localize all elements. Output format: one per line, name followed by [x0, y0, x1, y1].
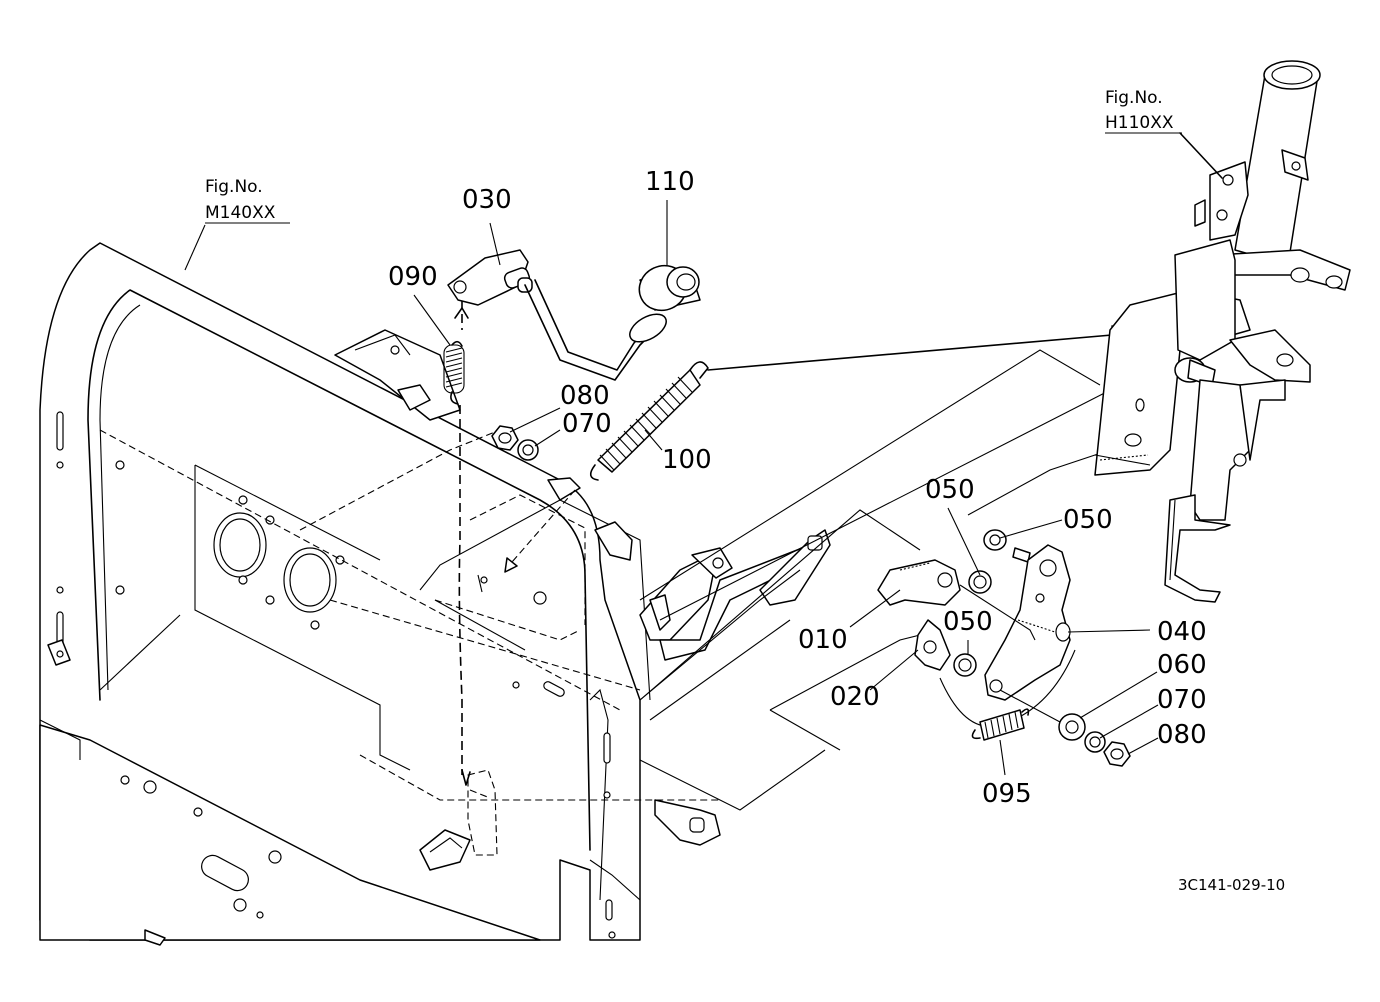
washer-060 — [1058, 713, 1086, 741]
pedal-column-assembly — [1094, 60, 1351, 603]
arrowhead-080 — [504, 557, 518, 573]
callout-070-upper: 070 — [562, 409, 612, 439]
callout-050-a: 050 — [925, 475, 975, 505]
fig-ref-h110-number: H110XX — [1105, 113, 1174, 133]
callout-050-b: 050 — [1063, 505, 1113, 535]
callout-100: 100 — [662, 445, 712, 475]
arrow-090-up — [454, 307, 469, 319]
nut-080-lower — [1103, 741, 1131, 767]
spring-095 — [971, 708, 1030, 741]
knob-110 — [629, 264, 701, 343]
washer-050-b — [983, 529, 1007, 551]
dashed-arrow-080 — [504, 489, 576, 571]
callout-080-lower: 080 — [1157, 720, 1207, 750]
callout-030: 030 — [462, 185, 512, 215]
callout-090: 090 — [388, 262, 438, 292]
callout-labels: 030 110 090 080 070 100 050 050 010 050 … — [388, 167, 1207, 809]
washer-050-c — [953, 653, 977, 677]
fig-ref-m140: Fig.No. M140XX — [205, 177, 290, 224]
spring-100 — [589, 361, 709, 481]
callout-070-lower: 070 — [1157, 685, 1207, 715]
center-floor — [99, 329, 1131, 846]
callout-095: 095 — [982, 779, 1032, 809]
assembly-axis — [959, 584, 1061, 723]
nut-080-upper — [491, 425, 519, 451]
fig-ref-h110: Fig.No. H110XX — [1105, 88, 1182, 134]
leader-h110 — [1179, 132, 1223, 179]
washer-070-upper — [517, 439, 539, 461]
callout-010: 010 — [798, 625, 848, 655]
washer-070-lower — [1084, 731, 1106, 753]
lever-010 — [877, 559, 961, 606]
spring-anchor-clip — [467, 769, 498, 856]
fig-ref-h110-label: Fig.No. — [1105, 88, 1163, 108]
callout-060: 060 — [1157, 650, 1207, 680]
callout-110: 110 — [645, 167, 695, 197]
link-020 — [914, 619, 951, 671]
arrow-090 — [461, 769, 471, 786]
drawing-code: 3C141-029-10 — [1178, 876, 1285, 894]
fig-ref-m140-label: Fig.No. — [205, 177, 263, 197]
lever-rod-030 — [447, 249, 656, 381]
fig-ref-m140-number: M140XX — [205, 203, 276, 223]
washer-050-a — [968, 570, 992, 594]
callout-050-c: 050 — [943, 607, 993, 637]
leader-lines — [184, 200, 1159, 776]
callout-040: 040 — [1157, 617, 1207, 647]
spring-090-path — [458, 300, 463, 775]
callout-080-upper: 080 — [560, 381, 610, 411]
spring-090 — [443, 340, 465, 405]
callout-020: 020 — [830, 682, 880, 712]
arrow-100-to-assembly — [707, 332, 1136, 371]
main-panel — [39, 242, 641, 946]
